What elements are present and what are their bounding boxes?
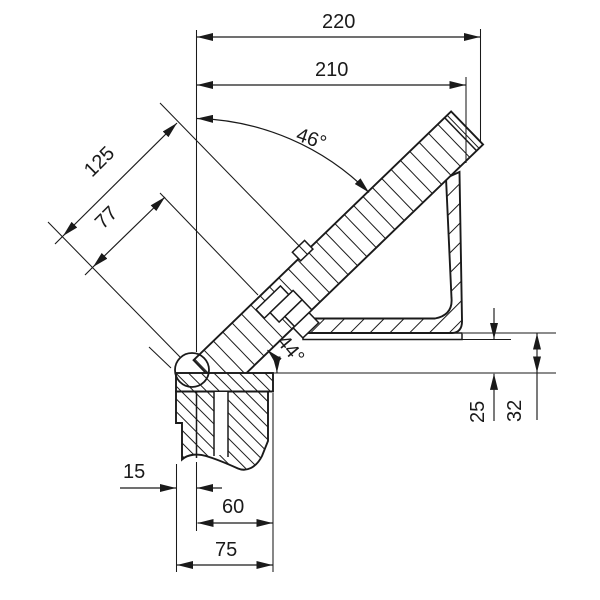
arm-end-cap-line — [444, 117, 478, 152]
dimension-line-77 — [92, 196, 166, 268]
extension-lines — [47, 29, 556, 572]
ext-arm-edge-aux — [148, 346, 172, 369]
dimension-tail-125 — [54, 235, 64, 245]
arm-hatch — [193, 111, 484, 394]
dimension-label-46: 46° — [293, 124, 329, 155]
bracket-hatch — [302, 172, 463, 333]
dimension-tail-77 — [84, 266, 94, 276]
dimension-label-220: 220 — [322, 11, 355, 33]
clamp-screw-detail — [254, 239, 320, 340]
dimension-label-125: 125 — [80, 142, 119, 181]
dimension-label-32: 32 — [504, 400, 526, 422]
dimension-arc-44 — [267, 349, 282, 373]
bracket-lower-lip — [302, 332, 463, 341]
base-slot — [214, 392, 228, 455]
ext-77-plane — [159, 192, 259, 296]
dimension-label-77: 77 — [91, 202, 122, 233]
ext-pivot-plane — [47, 221, 181, 358]
ext-125-plane — [159, 102, 308, 255]
dimension-label-210: 210 — [315, 59, 348, 81]
pivot-pin — [174, 352, 210, 388]
dimension-arc-46 — [196, 114, 370, 193]
dimension-label-75: 75 — [215, 539, 237, 561]
dimension-line-125 — [62, 122, 178, 237]
clamp-base-body — [175, 372, 274, 471]
angle-arm — [192, 110, 485, 395]
slider-foot — [292, 311, 320, 340]
screw-head — [291, 239, 314, 262]
dimension-label-25: 25 — [467, 401, 489, 423]
base-flange-hatch — [176, 373, 273, 392]
dimension-label-60: 60 — [222, 496, 244, 518]
dimension-label-15: 15 — [123, 461, 145, 483]
